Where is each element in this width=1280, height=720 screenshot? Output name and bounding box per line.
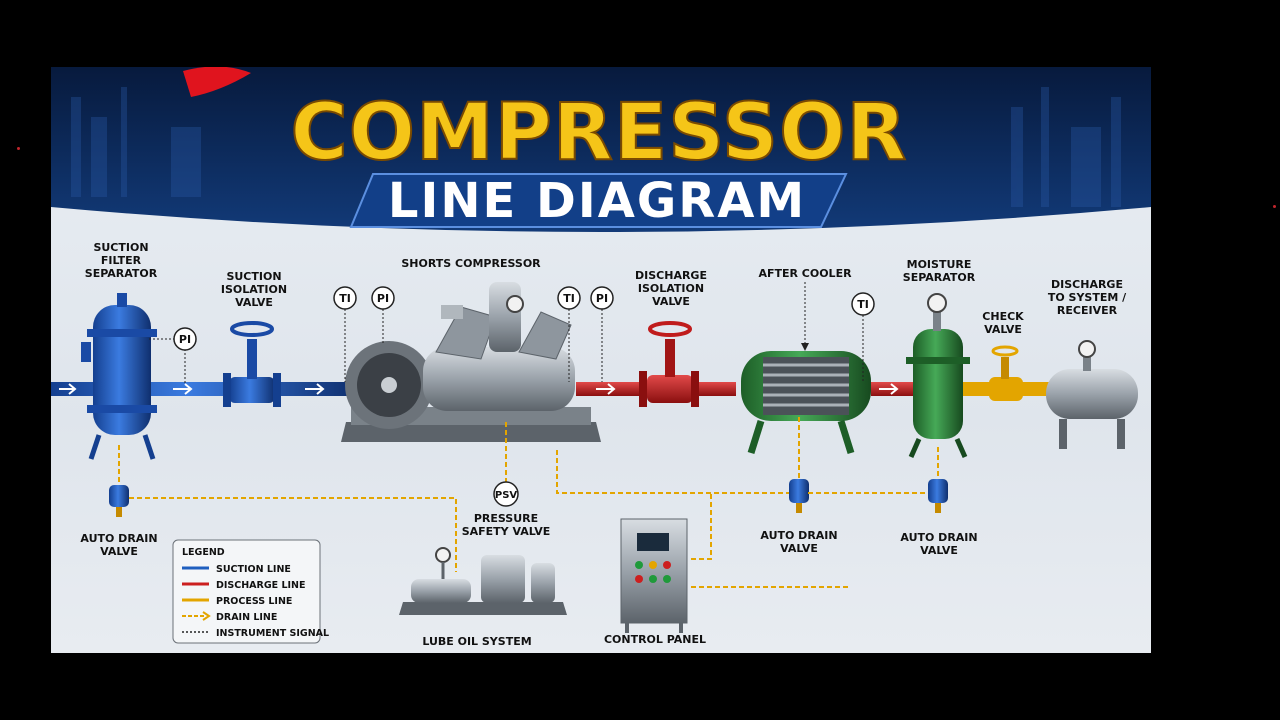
legend-item-suction: SUCTION LINE: [182, 564, 291, 575]
label-line: VALVE: [780, 542, 818, 555]
legend-label-discharge: DISCHARGE LINE: [216, 580, 305, 591]
pi-suction-text: PI: [179, 333, 191, 346]
label-line: VALVE: [100, 545, 138, 558]
legend-title: LEGEND: [182, 547, 225, 558]
auto-drain-valve-2[interactable]: [789, 479, 809, 513]
label-line: TO SYSTEM /: [1048, 291, 1127, 304]
legend-label-suction: SUCTION LINE: [216, 564, 291, 575]
pi-suction-tag: [173, 327, 197, 351]
pi-outlet-text: PI: [596, 292, 608, 305]
label-line: DISCHARGE: [635, 269, 707, 282]
label-line: SEPARATOR: [85, 267, 158, 280]
label-line: DISCHARGE: [1051, 278, 1123, 291]
drain-network: [129, 450, 928, 588]
suction-filter-separator[interactable]: [81, 293, 157, 460]
shorts-compressor[interactable]: [341, 282, 601, 442]
lube-oil-system[interactable]: [399, 547, 567, 615]
label-line: VALVE: [652, 295, 690, 308]
diagram-svg: COMPRESSOR LINE DIAGRAM: [51, 67, 1151, 648]
pi-outlet-tag: [590, 286, 614, 310]
label-line: RECEIVER: [1057, 304, 1118, 317]
edge-speck-left: [17, 147, 20, 150]
ti-inlet-tag: [333, 286, 357, 310]
auto-drain-valve-1[interactable]: [109, 485, 129, 517]
title-main: COMPRESSOR: [291, 88, 908, 178]
label-line: SUCTION: [93, 241, 148, 254]
pi-inlet-text: PI: [377, 292, 389, 305]
ti-outlet-text: TI: [563, 292, 575, 305]
psv-text: PSV: [495, 490, 518, 501]
label-line: VALVE: [984, 323, 1022, 336]
legend-item-process: PROCESS LINE: [182, 596, 292, 607]
label-line: AFTER COOLER: [758, 267, 852, 280]
red-accent-shape: [183, 67, 251, 97]
label-line: FILTER: [101, 254, 142, 267]
label-line: LUBE OIL SYSTEM: [422, 635, 531, 648]
title-sub: LINE DIAGRAM: [388, 173, 806, 229]
title-banner: COMPRESSOR LINE DIAGRAM: [51, 67, 1151, 232]
ti-cooler-text: TI: [857, 298, 869, 311]
pi-inlet-tag: [371, 286, 395, 310]
legend: LEGEND SUCTION LINE DISCHARGE LINE PROCE…: [172, 539, 329, 644]
label-line: ISOLATION: [638, 282, 704, 295]
label-control-panel: CONTROL PANEL: [604, 633, 706, 646]
legend-label-process: PROCESS LINE: [216, 596, 292, 607]
edge-speck-right: [1273, 205, 1276, 208]
label-compressor: SHORTS COMPRESSOR: [401, 257, 541, 270]
label-line: PRESSURE: [474, 512, 538, 525]
label-line: ISOLATION: [221, 283, 287, 296]
ti-inlet-text: TI: [339, 292, 351, 305]
diagram-canvas: COMPRESSOR LINE DIAGRAM: [51, 67, 1151, 653]
legend-item-drain: DRAIN LINE: [182, 611, 277, 623]
label-line: AUTO DRAIN: [900, 531, 977, 544]
moisture-separator[interactable]: [906, 293, 970, 459]
auto-drain-valve-3[interactable]: [928, 479, 948, 513]
legend-item-discharge: DISCHARGE LINE: [182, 580, 305, 591]
label-line: SEPARATOR: [903, 271, 976, 284]
legend-label-instrument: INSTRUMENT SIGNAL: [216, 628, 329, 639]
receiver-tank[interactable]: [1046, 340, 1138, 449]
label-line: VALVE: [235, 296, 273, 309]
legend-label-drain: DRAIN LINE: [216, 612, 277, 623]
psv-tag: [493, 481, 519, 507]
label-line: CHECK: [982, 310, 1024, 323]
ti-cooler-tag: [851, 292, 875, 316]
instrument-tags: PI TI PI TI PI TI PSV: [149, 282, 875, 507]
control-panel[interactable]: [620, 518, 688, 633]
label-line: CONTROL PANEL: [604, 633, 706, 646]
label-line: SAFETY VALVE: [462, 525, 551, 538]
ti-outlet-tag: [557, 286, 581, 310]
discharge-isolation-valve[interactable]: [639, 321, 699, 407]
check-valve[interactable]: [989, 345, 1023, 401]
label-line: VALVE: [920, 544, 958, 557]
label-line: MOISTURE: [907, 258, 972, 271]
label-after-cooler: AFTER COOLER: [758, 267, 852, 280]
after-cooler[interactable]: [741, 351, 871, 455]
label-line: SHORTS COMPRESSOR: [401, 257, 541, 270]
legend-item-instrument: INSTRUMENT SIGNAL: [182, 628, 329, 639]
suction-isolation-valve[interactable]: [223, 321, 281, 407]
label-line: AUTO DRAIN: [760, 529, 837, 542]
label-lube-oil: LUBE OIL SYSTEM: [422, 635, 531, 648]
label-line: AUTO DRAIN: [80, 532, 157, 545]
label-line: SUCTION: [226, 270, 281, 283]
subtitle-plate: [349, 173, 848, 228]
